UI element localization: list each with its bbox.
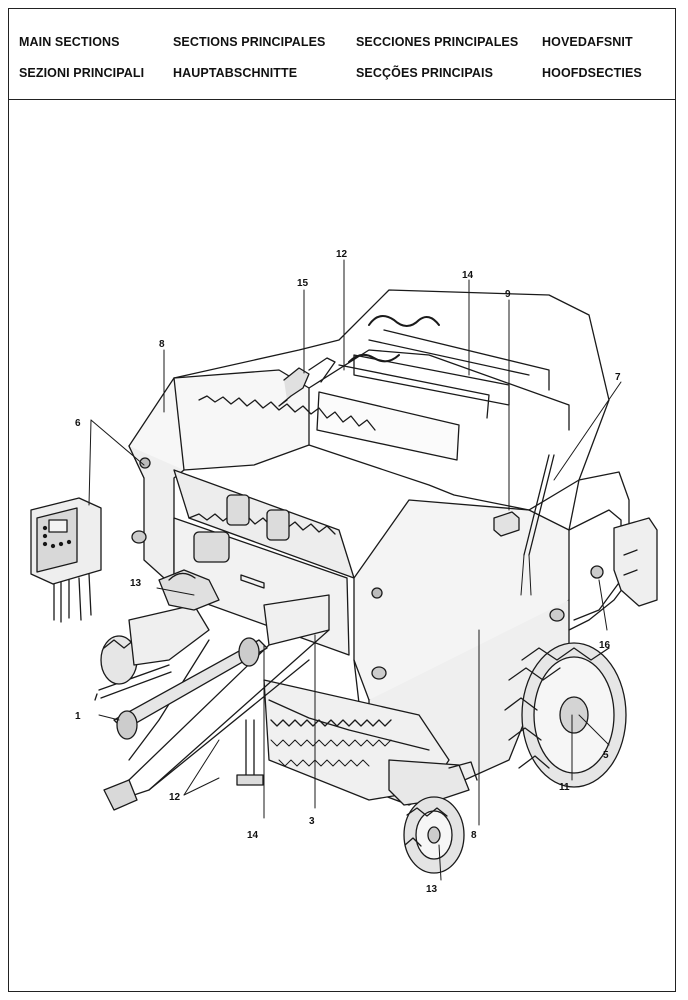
left-front-wheels <box>100 569 220 685</box>
callout-13-left: 13 <box>130 578 142 589</box>
main-wheel <box>504 642 627 788</box>
callout-12-top: 12 <box>336 249 348 260</box>
callout-14-bottom: 14 <box>247 830 259 841</box>
title-fr: SECTIONS PRINCIPALES <box>173 35 326 49</box>
callout-14-top: 14 <box>462 270 474 281</box>
title-pt: SECÇÕES PRINCIPAIS <box>356 66 494 80</box>
title-nl: HOOFDSECTIES <box>542 66 642 80</box>
gauge-wheel <box>403 796 465 874</box>
title-da: HOVEDAFSNIT <box>542 35 633 49</box>
rear-fitting <box>590 517 658 607</box>
title-es: SECCIONES PRINCIPALES <box>356 35 519 49</box>
title-header: MAIN SECTIONS SECTIONS PRINCIPALES SECCI… <box>9 9 675 100</box>
callout-3: 3 <box>309 816 315 827</box>
title-de: HAUPTABSCHNITTE <box>173 66 298 80</box>
callout-1: 1 <box>75 711 81 722</box>
callout-8-bottom: 8 <box>471 830 477 841</box>
drawbar <box>94 594 330 811</box>
callout-labels: 12 15 14 9 8 7 6 13 16 1 5 11 12 3 14 8 … <box>75 249 621 895</box>
page-frame: MAIN SECTIONS SECTIONS PRINCIPALES SECCI… <box>8 8 676 992</box>
callout-12-bottom: 12 <box>169 792 181 803</box>
callout-15: 15 <box>297 278 309 289</box>
title-en: MAIN SECTIONS <box>19 35 120 49</box>
callout-8-top: 8 <box>159 339 165 350</box>
callout-16: 16 <box>599 640 611 651</box>
control-box <box>30 497 102 623</box>
baler-drawing: 12 15 14 9 8 7 6 13 16 1 5 11 12 3 14 8 … <box>30 249 658 895</box>
callout-5: 5 <box>603 750 609 761</box>
title-it: SEZIONI PRINCIPALI <box>19 66 145 80</box>
baler-illustration: 12 15 14 9 8 7 6 13 16 1 5 11 12 3 14 8 … <box>9 100 675 991</box>
callout-6: 6 <box>75 418 81 429</box>
callout-13-bottom: 13 <box>426 884 438 895</box>
callout-11: 11 <box>559 782 570 793</box>
leader-lines <box>88 259 622 881</box>
callout-7: 7 <box>615 372 621 383</box>
callout-9: 9 <box>505 289 511 300</box>
